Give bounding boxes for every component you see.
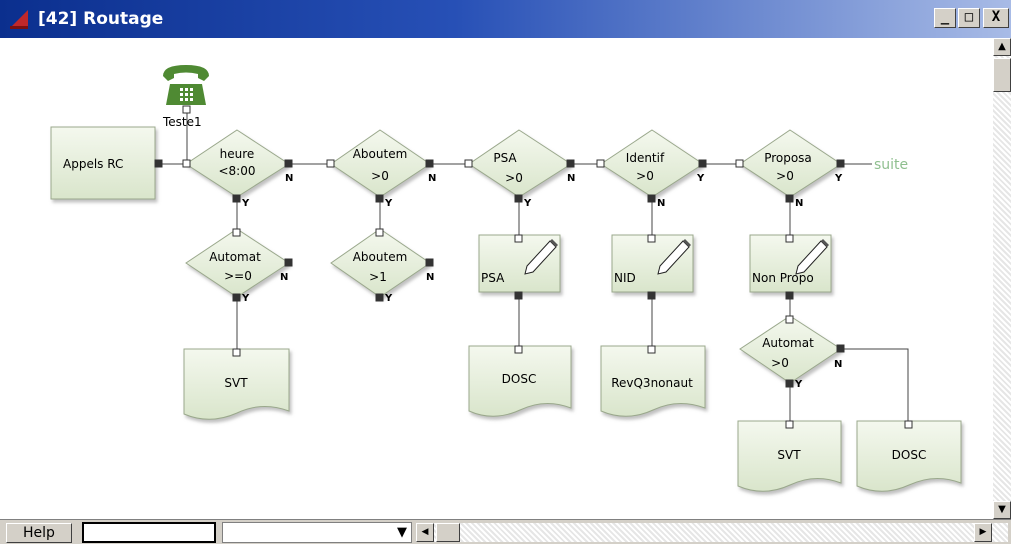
branch-labels: N Y N Y N Y Y N Y N N Y N Y N Y	[241, 173, 843, 390]
start-node-label: Appels RC	[63, 157, 123, 171]
document-revq3nonaut[interactable]	[600, 345, 706, 417]
svg-text:N: N	[795, 198, 803, 209]
vertical-scrollbar[interactable]: ▲ ▼	[993, 38, 1011, 519]
document-dosc-1-label: DOSC	[502, 372, 537, 386]
svg-text:N: N	[426, 272, 434, 283]
svg-text:N: N	[285, 173, 293, 184]
document-svt-1-label: SVT	[224, 376, 248, 390]
document-dosc-2-label: DOSC	[892, 448, 927, 462]
svg-text:Y: Y	[696, 173, 705, 184]
horizontal-scroll-thumb[interactable]	[436, 523, 460, 542]
connector-lines	[160, 110, 909, 423]
phone-label: Teste1	[162, 115, 202, 129]
decision-psa[interactable]	[468, 129, 572, 198]
edit-node-psa-label: PSA	[481, 271, 505, 285]
document-revq3nonaut-label: RevQ3nonaut	[611, 376, 693, 390]
document-svt-2[interactable]	[737, 420, 842, 492]
flow-canvas[interactable]: Teste1 Appels RC heure <8:00 Aboutem >0 …	[0, 38, 993, 519]
pencil-icon	[657, 239, 691, 275]
decision-automat-2-line1: Automat	[762, 336, 814, 350]
maximize-button[interactable]: □	[958, 8, 980, 28]
pencil-icon	[524, 239, 558, 275]
edit-node-non-propo-label: Non Propo	[752, 271, 814, 285]
phone-icon[interactable]	[163, 65, 209, 105]
decision-automat-1-line1: Automat	[209, 250, 261, 264]
start-node[interactable]	[50, 126, 156, 200]
decision-psa-line1: PSA	[493, 151, 517, 165]
help-button[interactable]: Help	[6, 523, 72, 543]
document-svt-2-label: SVT	[777, 448, 801, 462]
svg-text:Y: Y	[834, 173, 843, 184]
edit-node-nid-label: NID	[614, 271, 636, 285]
decision-identif-line1: Identif	[626, 151, 665, 165]
status-text-field[interactable]	[82, 522, 216, 543]
decision-automat-1-line2: >=0	[224, 269, 252, 283]
decision-proposa-line1: Proposa	[764, 151, 812, 165]
svg-text:Y: Y	[241, 293, 250, 304]
svg-text:N: N	[657, 198, 665, 209]
status-combo-box[interactable]: ▼	[222, 522, 412, 543]
decision-heure-line2: <8:00	[218, 164, 255, 178]
decision-aboutem-1[interactable]	[330, 129, 431, 198]
decision-aboutem-2-line2: >1	[369, 270, 387, 284]
svg-text:Y: Y	[794, 379, 803, 390]
chevron-down-icon[interactable]: ▼	[397, 525, 407, 540]
svg-text:Y: Y	[523, 198, 532, 209]
document-svt-1[interactable]	[183, 348, 290, 420]
status-bar: Help ▼ ◀ ▶	[0, 519, 1011, 544]
scroll-left-button[interactable]: ◀	[416, 523, 434, 542]
app-icon	[10, 10, 28, 29]
close-button[interactable]: X	[983, 8, 1009, 28]
decision-identif-line2: >0	[636, 169, 654, 183]
decision-psa-line2: >0	[505, 171, 523, 185]
title-bar[interactable]: [42] Routage _ □ X	[0, 0, 1011, 38]
window-title: [42] Routage	[38, 9, 164, 29]
decision-proposa-line2: >0	[776, 169, 794, 183]
svg-text:N: N	[280, 272, 288, 283]
decision-aboutem-1-line2: >0	[371, 169, 389, 183]
suite-label: suite	[874, 157, 908, 173]
svg-text:Y: Y	[384, 293, 393, 304]
minimize-button[interactable]: _	[934, 8, 956, 28]
horizontal-scrollbar[interactable]: ◀ ▶	[416, 523, 1008, 542]
document-dosc-2[interactable]	[856, 420, 962, 492]
document-dosc-1[interactable]	[468, 345, 572, 417]
decision-automat-2-line2: >0	[771, 356, 789, 370]
decision-heure-line1: heure	[220, 147, 255, 161]
vertical-scroll-thumb[interactable]	[993, 58, 1011, 92]
svg-text:N: N	[567, 173, 575, 184]
decision-aboutem-1-line1: Aboutem	[353, 147, 408, 161]
connector-ports	[154, 105, 913, 429]
decision-aboutem-2-line1: Aboutem	[353, 250, 408, 264]
scroll-right-button[interactable]: ▶	[974, 523, 992, 542]
scroll-up-button[interactable]: ▲	[993, 38, 1011, 56]
svg-text:Y: Y	[384, 198, 393, 209]
svg-text:N: N	[428, 173, 436, 184]
svg-text:N: N	[834, 359, 842, 370]
svg-text:Y: Y	[241, 198, 250, 209]
pencil-icon	[795, 239, 829, 275]
scroll-down-button[interactable]: ▼	[993, 501, 1011, 519]
